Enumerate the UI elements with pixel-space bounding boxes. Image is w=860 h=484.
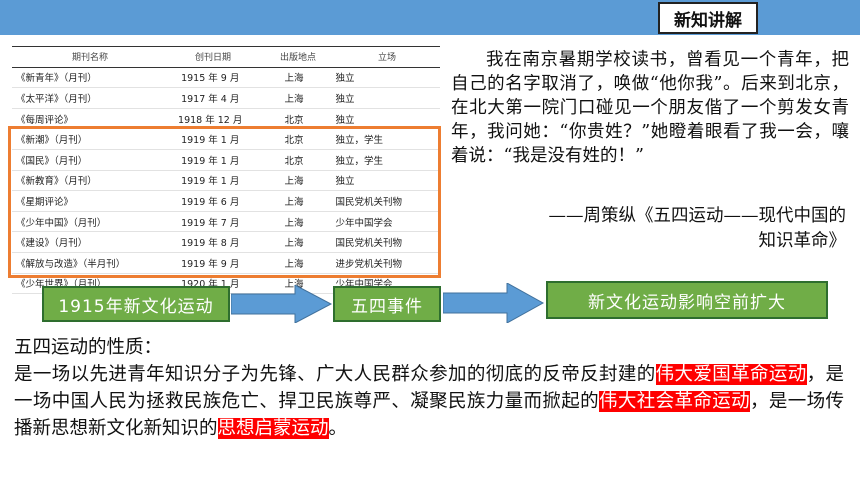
cell-name: 《少年中国》（月刊） — [16, 217, 107, 229]
nature-text-4: 。 — [328, 418, 348, 439]
cell-place: 北京 — [284, 114, 304, 126]
cell-place: 上海 — [284, 217, 304, 229]
nature-text-1: 是一场以先进青年知识分子为先锋、广大人民群众参加的彻底的反帝反封建的 — [14, 364, 656, 385]
nature-section: 五四运动的性质： 是一场以先进青年知识分子为先锋、广大人民群众参加的彻底的反帝反… — [14, 334, 844, 442]
table-row: 《少年中国》（月刊） 1919 年 7 月 上海 少年中国学会 — [12, 212, 440, 233]
cell-name: 《太平洋》（月刊） — [16, 93, 97, 105]
cell-date: 1915 年 9 月 — [181, 73, 240, 85]
table-row: 《新青年》（月刊） 1915 年 9 月 上海 独立 — [12, 68, 440, 89]
cell-date: 1917 年 4 月 — [181, 93, 240, 105]
cell-name: 《星期评论》 — [16, 196, 74, 208]
arrow-right-icon — [231, 285, 333, 323]
arrow-right-icon — [443, 283, 545, 323]
cell-name: 《少年世界》（月刊） — [16, 279, 107, 291]
cell-date: 1920 年 1 月 — [181, 279, 240, 291]
table-row: 《新潮》（月刊） 1919 年 1 月 北京 独立，学生 — [12, 129, 440, 150]
quote-text: 我在南京暑期学校读书，曾看见一个青年，把自己的名字取消了，唤做“他你我”。后来到… — [451, 50, 849, 166]
highlight-enlightenment: 思想启蒙运动 — [217, 418, 329, 439]
table-row: 《星期评论》 1919 年 6 月 上海 国民党机关刊物 — [12, 191, 440, 212]
cell-stance: 独立 — [335, 176, 355, 188]
cell-place: 上海 — [284, 176, 304, 188]
header-cell-place: 出版地点 — [279, 53, 316, 64]
cell-stance: 国民党机关刊物 — [335, 238, 403, 250]
cell-stance: 独立 — [335, 93, 355, 105]
cell-stance: 独立，学生 — [335, 135, 384, 147]
nature-paragraph: 是一场以先进青年知识分子为先锋、广大人民群众参加的彻底的反帝反封建的伟大爱国革命… — [14, 361, 844, 442]
cell-date: 1919 年 1 月 — [181, 176, 240, 188]
cell-date: 1918 年 12 月 — [178, 114, 243, 126]
header-cell-date: 创刊日期 — [194, 53, 231, 64]
table-row: 《国民》（月刊） 1919 年 1 月 北京 独立，学生 — [12, 150, 440, 171]
cell-stance: 进步党机关刊物 — [335, 258, 403, 270]
cell-place: 北京 — [284, 135, 304, 147]
table-row: 《解放与改造》（半月刊） 1919 年 9 月 上海 进步党机关刊物 — [12, 253, 440, 274]
cell-place: 上海 — [284, 73, 304, 85]
nature-text-3: ，是一场传播新思想新文化新知识的 — [14, 391, 844, 439]
cell-name: 《解放与改造》（半月刊） — [16, 258, 126, 270]
flow-box-influence: 新文化运动影响空前扩大 — [546, 281, 828, 319]
highlight-frame — [8, 126, 441, 278]
cell-place: 上海 — [284, 279, 304, 291]
attribution-line-1: ——周策纵《五四运动——现代中国的 — [548, 206, 847, 226]
cell-stance: 独立 — [335, 73, 355, 85]
flow-box-may-fourth: 五四事件 — [333, 286, 441, 322]
cell-date: 1919 年 7 月 — [181, 217, 240, 229]
cell-place: 上海 — [284, 238, 304, 250]
header-cell-stance: 立场 — [377, 53, 396, 64]
cell-name: 《每周评论》 — [16, 114, 74, 126]
cell-date: 1919 年 8 月 — [181, 238, 240, 250]
nature-text-2: ，是一场中国人民为拯救民族危亡、捍卫民族尊严、凝聚民族力量而掀起的 — [14, 364, 844, 412]
cell-name: 《建设》（月刊） — [16, 238, 88, 250]
table-row: 《新教育》（月刊） 1919 年 1 月 上海 独立 — [12, 171, 440, 192]
cell-stance: 独立 — [335, 114, 355, 126]
cell-place: 北京 — [284, 155, 304, 167]
cell-date: 1919 年 1 月 — [181, 135, 240, 147]
cell-date: 1919 年 6 月 — [181, 196, 240, 208]
cell-name: 《国民》（月刊） — [16, 155, 88, 167]
cell-stance: 国民党机关刊物 — [335, 196, 403, 208]
attribution-line-2: 知识革命》 — [758, 231, 847, 251]
quote-block: 我在南京暑期学校读书，曾看见一个青年，把自己的名字取消了，唤做“他你我”。后来到… — [451, 48, 849, 168]
table-row: 《建设》（月刊） 1919 年 8 月 上海 国民党机关刊物 — [12, 232, 440, 253]
cell-date: 1919 年 9 月 — [181, 258, 240, 270]
header-cell-name: 期刊名称 — [71, 53, 108, 64]
cell-place: 上海 — [284, 93, 304, 105]
cell-name: 《新潮》（月刊） — [16, 135, 88, 147]
cell-name: 《新青年》（月刊） — [16, 73, 97, 85]
cell-stance: 少年中国学会 — [335, 279, 393, 291]
cell-name: 《新教育》（月刊） — [16, 176, 97, 188]
table-header-row: 期刊名称 创刊日期 出版地点 立场 — [12, 46, 440, 68]
section-badge: 新知讲解 — [658, 2, 758, 34]
cell-place: 上海 — [284, 196, 304, 208]
table-row: 《太平洋》（月刊） 1917 年 4 月 上海 独立 — [12, 88, 440, 109]
cell-stance: 少年中国学会 — [335, 217, 393, 229]
quote-attribution: ——周策纵《五四运动——现代中国的 知识革命》 — [486, 204, 847, 254]
highlight-social: 伟大社会革命运动 — [599, 391, 750, 412]
cell-place: 上海 — [284, 258, 304, 270]
flow-box-new-culture: 1915年新文化运动 — [42, 286, 230, 322]
cell-date: 1919 年 1 月 — [181, 155, 240, 167]
cell-stance: 独立，学生 — [335, 155, 384, 167]
nature-title: 五四运动的性质： — [14, 337, 163, 358]
highlight-patriotic: 伟大爱国革命运动 — [655, 364, 807, 385]
